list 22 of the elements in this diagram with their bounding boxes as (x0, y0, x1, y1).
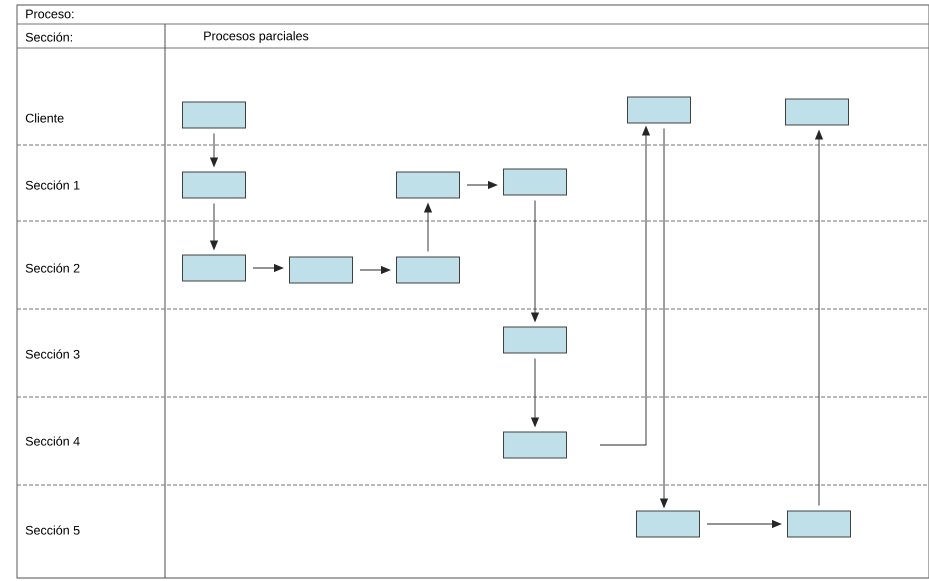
process-box (787, 510, 851, 538)
process-box (503, 326, 567, 354)
row-label: Sección 5 (26, 525, 80, 535)
process-box (289, 256, 353, 284)
process-box (503, 432, 567, 458)
row-label: Sección 4 (26, 436, 80, 446)
row-label: Sección: (26, 32, 72, 42)
process-box (182, 172, 246, 198)
row-label: Sección 2 (26, 263, 80, 273)
row-label: Cliente (26, 113, 64, 123)
process-box (627, 96, 691, 124)
row-label: Sección 1 (26, 180, 80, 190)
process-box (785, 98, 849, 126)
process-box (182, 102, 246, 128)
row-label: Procesos parciales (204, 31, 308, 43)
process-box (636, 510, 700, 538)
process-box (396, 172, 460, 198)
process-box (396, 256, 460, 284)
row-label: Proceso: (26, 10, 74, 18)
process-box (503, 168, 567, 196)
row-label: Sección 3 (26, 349, 80, 359)
process-box (182, 254, 246, 282)
